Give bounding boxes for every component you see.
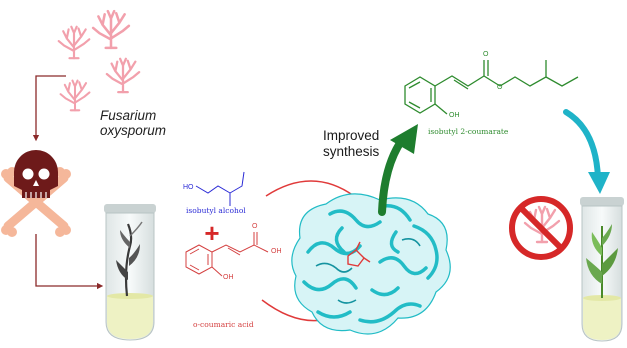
no-fungus-icon xyxy=(509,196,573,260)
fungus-name-label: Fusarium oxysporum xyxy=(100,108,167,138)
phenol-oh-atom-label: OH xyxy=(223,274,234,281)
acid-oh-atom-label: OH xyxy=(271,248,282,255)
isobutyl-2-coumarate-structure xyxy=(404,60,579,115)
ester-carbonyl-o-label: O xyxy=(483,51,489,58)
product-oh-label: OH xyxy=(449,112,460,119)
fusarium-fungus-icon xyxy=(57,9,141,112)
synthesis-arrow xyxy=(378,124,418,216)
pathogen-flow-arrows xyxy=(32,75,104,290)
ester-o-label: O xyxy=(497,84,503,91)
hydroxyl-atom-label: HO xyxy=(183,184,194,191)
diseased-plant-tube-icon xyxy=(104,204,156,341)
improved-synthesis-label: Improved synthesis xyxy=(323,128,380,159)
isobutyl-2-coumarate-label: isobutyl 2-coumarate xyxy=(428,127,509,136)
o-coumaric-acid-structure xyxy=(185,232,269,277)
healthy-plant-tube-icon xyxy=(580,197,624,342)
protection-arrow xyxy=(563,109,610,194)
plus-sign: + xyxy=(204,218,219,248)
o-coumaric-acid-label: o-coumaric acid xyxy=(193,320,254,329)
acid-o-atom-label: O xyxy=(252,223,258,230)
skull-crossbones-icon xyxy=(1,150,71,237)
isobutyl-alcohol-label: isobutyl alcohol xyxy=(186,206,246,215)
isobutyl-alcohol-structure xyxy=(195,171,245,206)
enzyme-protein-icon xyxy=(291,193,451,335)
